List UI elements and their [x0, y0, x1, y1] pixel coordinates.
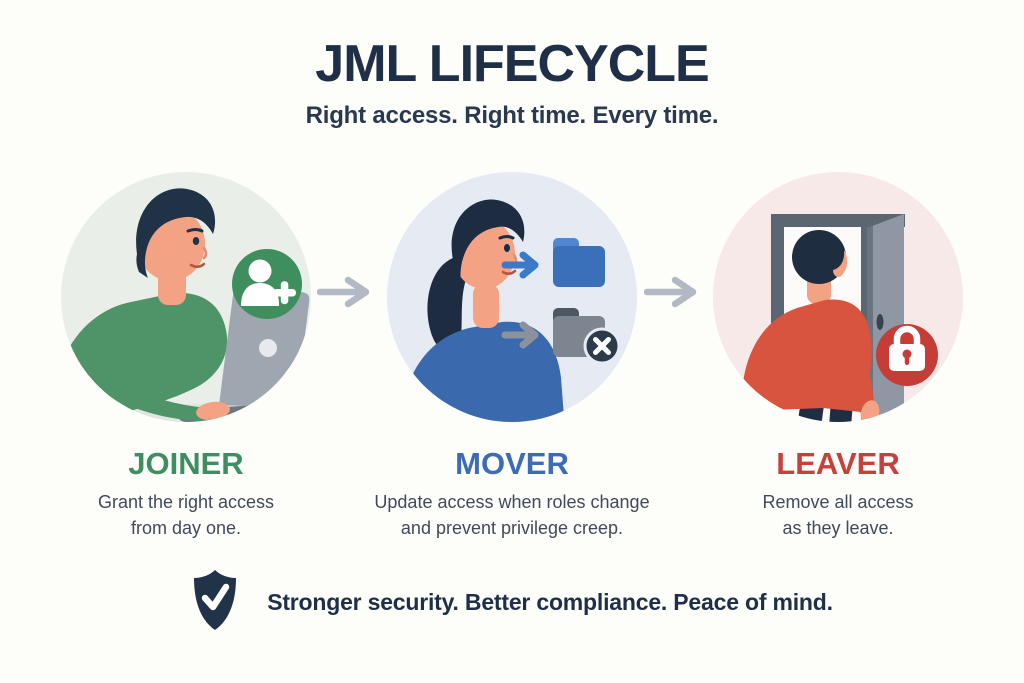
mover-scene [387, 172, 637, 422]
footer-banner: Stronger security. Better compliance. Pe… [0, 566, 1024, 638]
grant-arrow-icon [501, 251, 539, 279]
arrow-right-icon [643, 274, 700, 310]
header: JML LIFECYCLE Right access. Right time. … [0, 0, 1024, 130]
page-subtitle: Right access. Right time. Every time. [305, 102, 719, 129]
leaver-illustration [713, 172, 963, 422]
shield-check-icon [191, 567, 239, 638]
footer-text: Stronger security. Better compliance. Pe… [267, 588, 833, 615]
stage-label-joiner: JOINER [128, 446, 244, 481]
stage-label-leaver: LEAVER [776, 446, 900, 481]
joiner-scene [61, 172, 311, 422]
leaving-person [741, 230, 880, 422]
lock-icon [876, 324, 938, 386]
user-plus-icon [232, 249, 302, 319]
leaver-scene [713, 172, 963, 422]
folder-remove-icon [553, 308, 621, 365]
arrow-right-icon [316, 274, 373, 310]
mover-illustration [387, 172, 637, 422]
person-profile [399, 199, 565, 422]
joiner-illustration [61, 172, 311, 422]
stage-label-mover: MOVER [455, 446, 569, 481]
page-title: JML LIFECYCLE [315, 35, 709, 93]
revoke-arrow-icon [501, 321, 539, 349]
folder-icon [553, 238, 605, 287]
